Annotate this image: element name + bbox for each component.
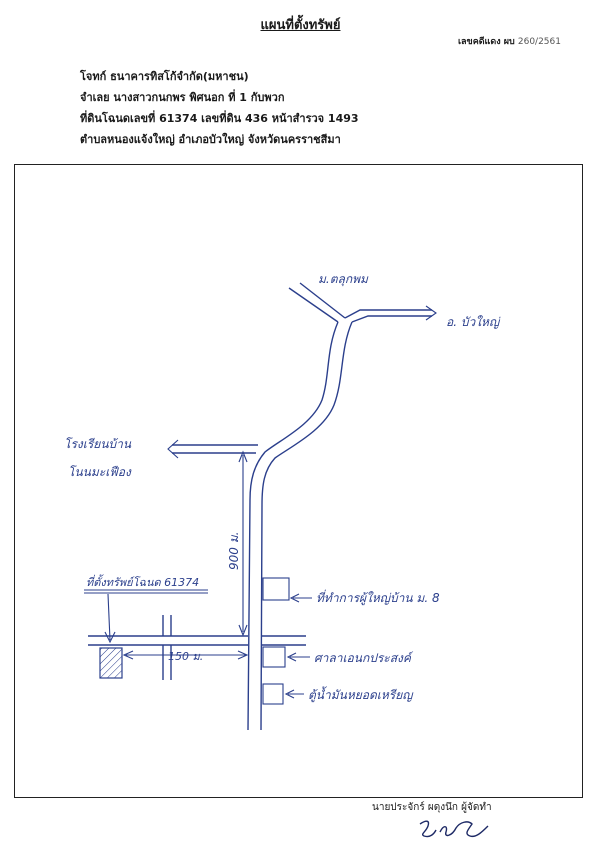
- village-office-arrow: [289, 593, 312, 603]
- signature-mark: [419, 820, 489, 838]
- location-line: ตำบลหนองแจ้งใหญ่ อำเภอบัวใหญ่ จังหวัดนคร…: [80, 133, 341, 146]
- distance-marker-horizontal: [122, 650, 249, 660]
- cross-road: [88, 635, 306, 646]
- side-road-south: [162, 645, 172, 680]
- label-pavilion: ศาลาเอนกประสงค์: [314, 651, 414, 665]
- main-road-east-edge: [260, 321, 353, 731]
- case-number-value: 260/2561: [517, 37, 561, 47]
- property-label-underline: [84, 589, 208, 594]
- road-to-school: [172, 444, 258, 454]
- road-to-district: [344, 309, 432, 323]
- label-school-line2: โนนมะเฟือง: [68, 465, 132, 479]
- case-number-label: เลขคดีแดง ผบ: [457, 37, 515, 47]
- coin-station-box: [262, 683, 284, 705]
- label-village-office: ที่ทำการผู้ใหญ่บ้าน ม. 8: [316, 589, 440, 606]
- main-road-west-edge: [247, 321, 339, 731]
- case-number: เลขคดีแดง ผบ 260/2561: [458, 34, 561, 48]
- side-road-north: [162, 615, 172, 636]
- property-parcel: [99, 647, 123, 679]
- property-pointer: [104, 593, 116, 644]
- deed-line: ที่ดินโฉนดเลขที่ 61374 เลขที่ดิน 436 หน้…: [80, 112, 359, 125]
- label-coin-station: ตู้น้ำมันหยอดเหรียญ: [308, 686, 414, 703]
- label-distance-vertical: 900 ม.: [227, 532, 241, 570]
- pavilion-arrow: [286, 652, 310, 662]
- road-to-village-north: [288, 282, 346, 323]
- plaintiff-line: โจทก์ ธนาคารทิสโก้จำกัด(มหาชน): [80, 70, 249, 83]
- case-header: โจทก์ ธนาคารทิสโก้จำกัด(มหาชน) จำเลย นาง…: [80, 66, 359, 150]
- label-district: อ. บัวใหญ่: [446, 315, 501, 329]
- label-property: ที่ตั้งทรัพย์โฉนด 61374: [86, 574, 199, 589]
- village-office-box: [262, 577, 290, 601]
- pavilion-box: [262, 646, 286, 668]
- label-distance-horizontal: 150 ม.: [168, 650, 203, 663]
- label-village-north: ม.ตลุกพม: [318, 272, 369, 287]
- label-school-line1: โรงเรียนบ้าน: [64, 437, 132, 451]
- coin-station-arrow: [284, 689, 304, 699]
- defendant-line: จำเลย นางสาวกนกพร พิศนอก ที่ 1 กับพวก: [80, 91, 285, 104]
- distance-marker-vertical: [238, 450, 248, 637]
- map-frame: [14, 164, 583, 798]
- document-title: แผนที่ตั้งทรัพย์: [260, 18, 341, 33]
- arrow-to-school: [167, 439, 179, 459]
- map-maker: นายประจักร์ ผดุงนึก ผู้จัดทำ: [372, 802, 492, 813]
- arrow-to-district: [425, 305, 437, 321]
